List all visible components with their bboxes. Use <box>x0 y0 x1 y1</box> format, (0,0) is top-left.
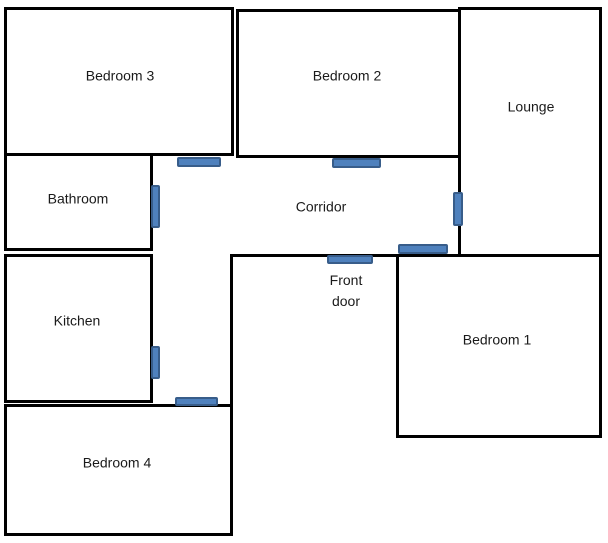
room-bathroom <box>4 153 153 251</box>
room-bedroom3 <box>4 7 234 156</box>
bathroom-label: Bathroom <box>47 190 109 207</box>
bedroom4-door <box>175 397 218 406</box>
front-door-label-line2: door <box>331 293 361 309</box>
kitchen-label: Kitchen <box>53 312 101 329</box>
corridor-left-wall <box>230 254 233 406</box>
lounge-door <box>453 192 463 226</box>
room-bedroom1 <box>396 254 602 438</box>
bedroom2-label: Bedroom 2 <box>312 67 382 84</box>
front-door <box>327 255 373 264</box>
kitchen-door <box>151 346 160 379</box>
room-lounge <box>458 7 602 257</box>
bedroom2-door <box>332 158 381 168</box>
room-bedroom2 <box>236 9 461 158</box>
bedroom1-door <box>398 244 448 254</box>
bedroom3-door <box>177 157 221 167</box>
front-door-label-line1: Front <box>329 272 363 288</box>
lounge-label: Lounge <box>507 98 555 115</box>
corridor-label: Corridor <box>295 198 347 215</box>
room-bedroom4 <box>4 404 233 536</box>
corridor-bottom-wall <box>230 254 398 257</box>
bedroom1-label: Bedroom 1 <box>462 331 532 348</box>
bedroom3-label: Bedroom 3 <box>85 67 155 84</box>
bathroom-door <box>151 185 160 228</box>
room-kitchen <box>4 254 153 403</box>
bedroom4-label: Bedroom 4 <box>82 454 152 471</box>
front-door-label: Front door <box>330 270 363 312</box>
